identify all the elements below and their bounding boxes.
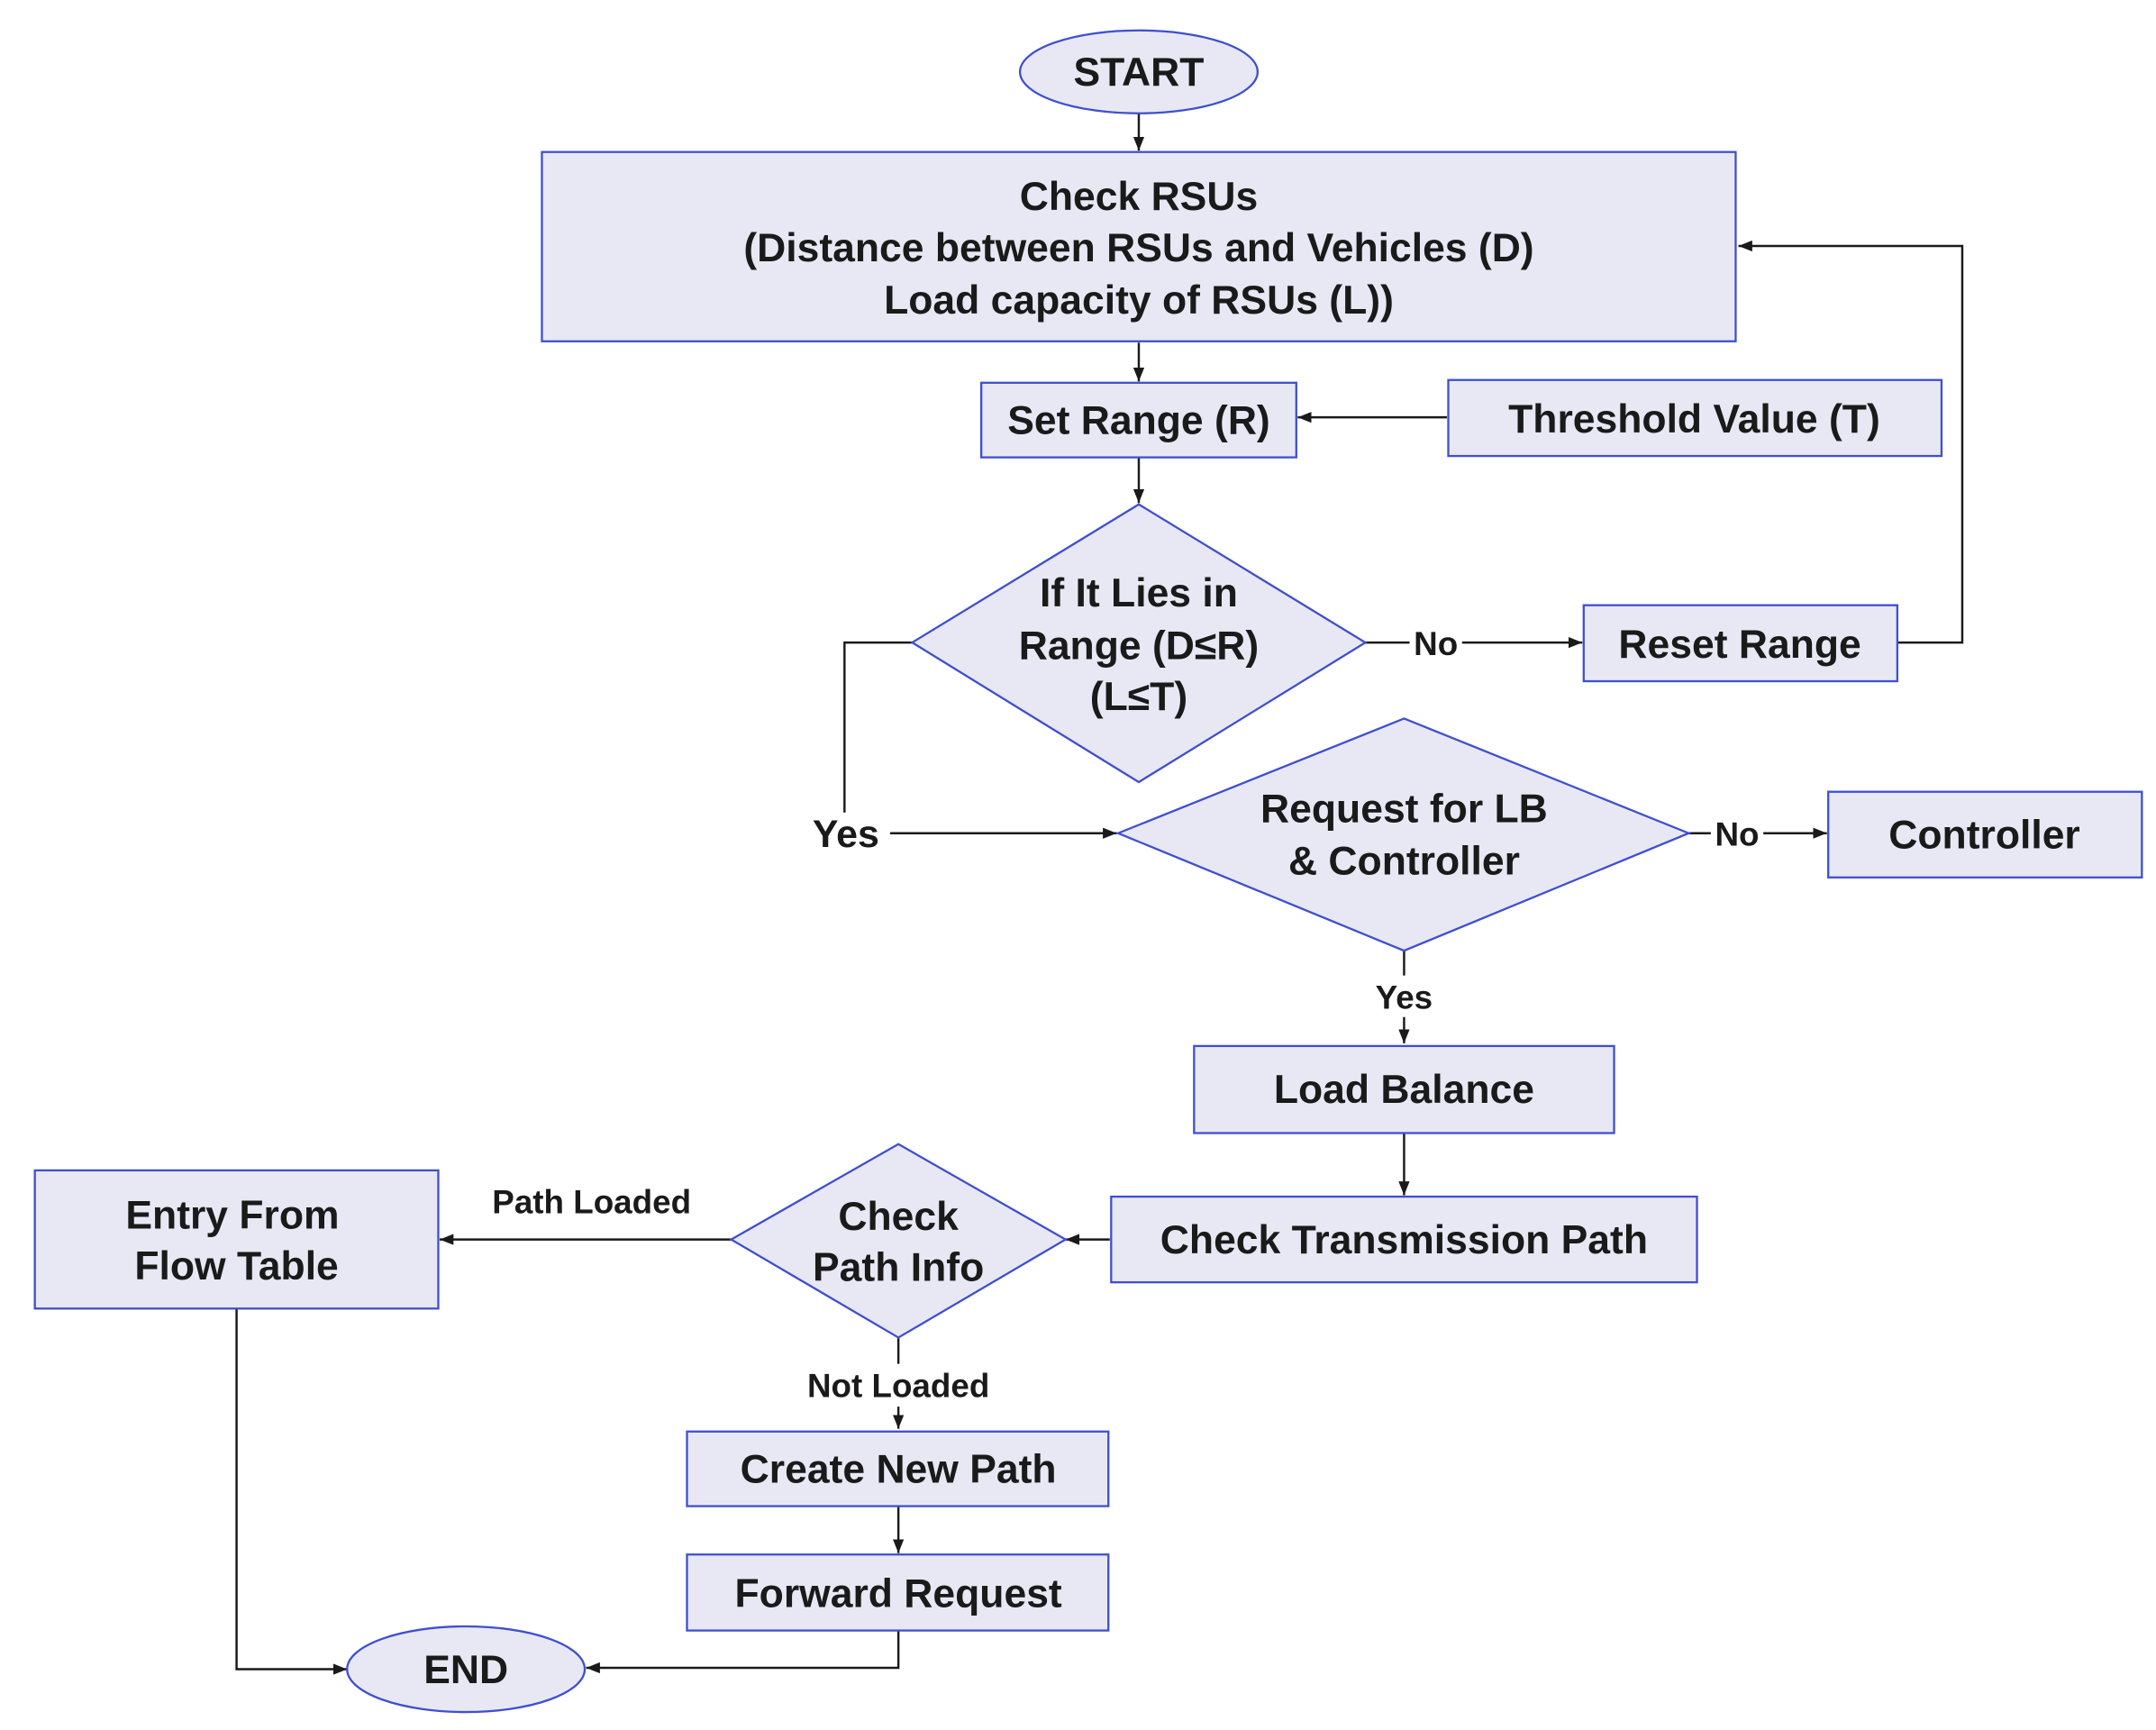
request-lb-decision: Request for LB & Controller (1114, 717, 1692, 952)
check-rsus-line-2: (Distance between RSUs and Vehicles (D) (743, 226, 1533, 270)
check-path-line-1: Check (838, 1195, 959, 1239)
not-loaded-label: Not Loaded (807, 1367, 989, 1404)
forward-request-label: Forward Request (735, 1572, 1062, 1616)
check-transmission-label: Check Transmission Path (1160, 1218, 1648, 1262)
check-rsus-node: Check RSUs (Distance between RSUs and Ve… (541, 150, 1737, 342)
check-rsus-line-3: Load capacity of RSUs (L)) (884, 278, 1394, 323)
lb-no-label: No (1715, 816, 1759, 853)
check-path-decision: Check Path Info (729, 1143, 1068, 1339)
controller-label: Controller (1888, 814, 2079, 858)
set-range-label: Set Range (R) (1007, 399, 1270, 443)
range-no-label: No (1414, 625, 1458, 662)
if-range-decision: If It Lies in Range (D≤R) (L≤T) (910, 503, 1368, 784)
create-path-node: Create New Path (686, 1430, 1110, 1507)
controller-node: Controller (1827, 790, 2143, 879)
start-node: START (1018, 29, 1260, 114)
threshold-label: Threshold Value (T) (1508, 397, 1880, 442)
entry-flow-node: Entry From Flow Table (33, 1169, 440, 1310)
edge-reset-check (1738, 240, 1964, 644)
if-range-line-1: If It Lies in (1040, 571, 1238, 615)
load-balance-label: Load Balance (1274, 1068, 1534, 1112)
entry-flow-line-2: Flow Table (134, 1244, 338, 1288)
connectors (235, 113, 1964, 1675)
edge-if-yes (843, 641, 913, 813)
reset-range-label: Reset Range (1618, 623, 1860, 667)
forward-request-node: Forward Request (686, 1553, 1110, 1632)
entry-flow-line-1: Entry From (125, 1193, 339, 1237)
request-lb-line-1: Request for LB (1260, 787, 1548, 831)
check-transmission-node: Check Transmission Path (1110, 1195, 1698, 1284)
end-label: END (423, 1648, 508, 1692)
path-loaded-label: Path Loaded (492, 1183, 691, 1220)
if-range-line-2: Range (D≤R) (1019, 624, 1260, 669)
range-yes-label: Yes (813, 813, 879, 856)
create-path-label: Create New Path (741, 1447, 1057, 1491)
start-label: START (1074, 50, 1205, 95)
lb-yes-label: Yes (1376, 979, 1433, 1015)
edge-entry-end (235, 1308, 348, 1675)
end-node: END (346, 1625, 587, 1714)
check-path-line-2: Path Info (813, 1246, 984, 1290)
load-balance-node: Load Balance (1193, 1044, 1615, 1134)
reset-range-node: Reset Range (1582, 604, 1899, 683)
request-lb-line-2: & Controller (1288, 840, 1520, 884)
set-range-node: Set Range (R) (980, 381, 1297, 459)
edge-forward-end (586, 1630, 900, 1674)
check-rsus-line-1: Check RSUs (1020, 175, 1258, 219)
threshold-node: Threshold Value (T) (1447, 378, 1943, 458)
if-range-line-3: (L≤T) (1090, 675, 1187, 719)
